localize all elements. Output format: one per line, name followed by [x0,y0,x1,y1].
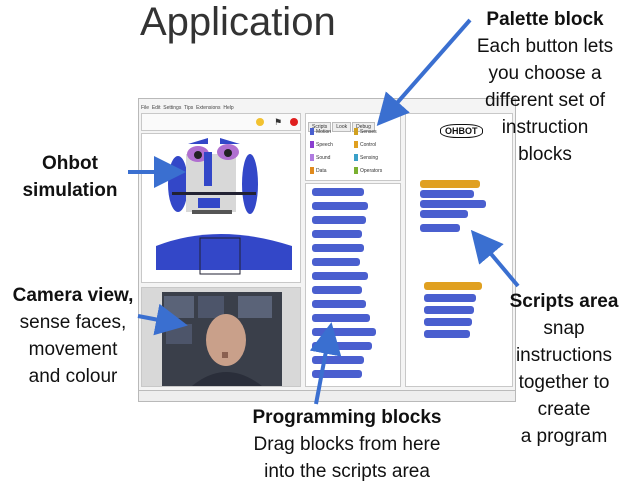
simulation-toolbar: ⚑ [141,113,301,131]
callout-heading: Camera view, [12,285,134,306]
category-speech[interactable]: Speech [310,141,333,148]
script-block[interactable] [424,294,476,302]
category-data[interactable]: Data [310,167,327,174]
scripts-area[interactable]: OHBOT [405,113,513,387]
event-block[interactable] [420,180,480,188]
sound-swatch-icon [310,154,314,161]
data-swatch-icon [310,167,314,174]
category-label: Sound [316,154,331,161]
green-flag-icon[interactable] [256,118,264,126]
block[interactable] [312,370,362,378]
script-block[interactable] [420,224,460,232]
callout-line: movement [28,339,118,360]
script-block[interactable] [420,200,486,208]
block[interactable] [312,328,376,336]
menu-extensions[interactable]: Extensions [196,105,221,111]
callout-scripts: Scripts area snap instructions together … [494,288,634,450]
callout-line: snap [543,318,585,339]
speech-swatch-icon [310,141,314,148]
motion-swatch-icon [310,128,314,135]
category-label: Senses [360,128,377,135]
category-operators[interactable]: Operators [354,167,382,174]
callout-line: together to [518,372,610,393]
callout-line: sense faces, [19,312,127,333]
block[interactable] [312,202,368,210]
category-label: Sensing [360,154,379,161]
category-label: Speech [316,141,333,148]
callout-line: blocks [518,144,572,165]
callout-line: into the scripts area [264,461,430,482]
block[interactable] [312,300,366,308]
flag-icon[interactable]: ⚑ [274,117,283,127]
category-motion[interactable]: Motion [310,128,331,135]
callout-line: instructions [515,345,613,366]
callout-line: different set of [484,90,606,111]
callout-line: create [537,399,591,420]
category-label: Operators [360,167,383,174]
category-label: Data [316,167,327,174]
block[interactable] [312,342,372,350]
block[interactable] [312,314,370,322]
status-bar [139,390,515,401]
block[interactable] [312,356,364,364]
arrow-blocks [309,322,342,405]
script-block[interactable] [424,330,470,338]
callout-line: you choose a [488,63,602,84]
tab-debug[interactable]: Debug [352,122,375,132]
callout-line: simulation [22,180,118,201]
callout-line: Drag blocks from here [253,434,441,455]
script-block[interactable] [424,306,474,314]
script-block[interactable] [420,190,474,198]
callout-heading: Scripts area [509,291,619,312]
menu-bar: File Edit Settings Tips Extensions Help [141,105,234,111]
stop-icon[interactable] [290,118,298,126]
menu-edit[interactable]: Edit [151,105,161,111]
control-swatch-icon [354,141,358,148]
category-sensing[interactable]: Sensing [354,154,378,161]
page-title: Application [140,0,336,44]
script-block[interactable] [420,210,468,218]
category-control[interactable]: Control [354,141,376,148]
callout-line: and colour [28,366,118,387]
operators-swatch-icon [354,167,358,174]
category-label: Motion [316,128,332,135]
senses-swatch-icon [354,128,358,135]
callout-blocks: Programming blocks Drag blocks from here… [222,404,472,485]
callout-line: a program [520,426,608,447]
event-block[interactable] [424,282,482,290]
script-block[interactable] [424,318,472,326]
callout-heading: Palette block [486,9,604,30]
block[interactable] [312,216,366,224]
category-sound[interactable]: Sound [310,154,330,161]
ohbot-logo: OHBOT [440,124,483,138]
tab-look[interactable]: Look [332,122,352,132]
arrow-palette [376,18,472,127]
block[interactable] [312,272,368,280]
block[interactable] [312,230,362,238]
block[interactable] [312,188,364,196]
block[interactable] [312,286,362,294]
category-label: Control [360,141,377,148]
block[interactable] [312,244,364,252]
callout-heading: Ohbot [42,153,98,174]
category-senses[interactable]: Senses [354,128,377,135]
callout-camera: Camera view, sense faces, movement and c… [2,282,144,390]
callout-line: instruction [501,117,589,138]
menu-settings[interactable]: Settings [163,105,182,111]
block[interactable] [312,258,360,266]
arrow-camera [137,303,188,336]
callout-line: Each button lets [476,36,614,57]
tab-scripts[interactable]: Scripts [308,122,332,132]
callout-palette: Palette block Each button lets you choos… [450,6,640,168]
arrow-scripts [470,229,520,288]
callout-ohbot: Ohbot simulation [10,150,130,204]
callout-heading: Programming blocks [252,407,442,428]
sensing-swatch-icon [354,154,358,161]
menu-file[interactable]: File [141,105,150,111]
menu-help[interactable]: Help [223,105,234,111]
menu-tips[interactable]: Tips [184,105,194,111]
